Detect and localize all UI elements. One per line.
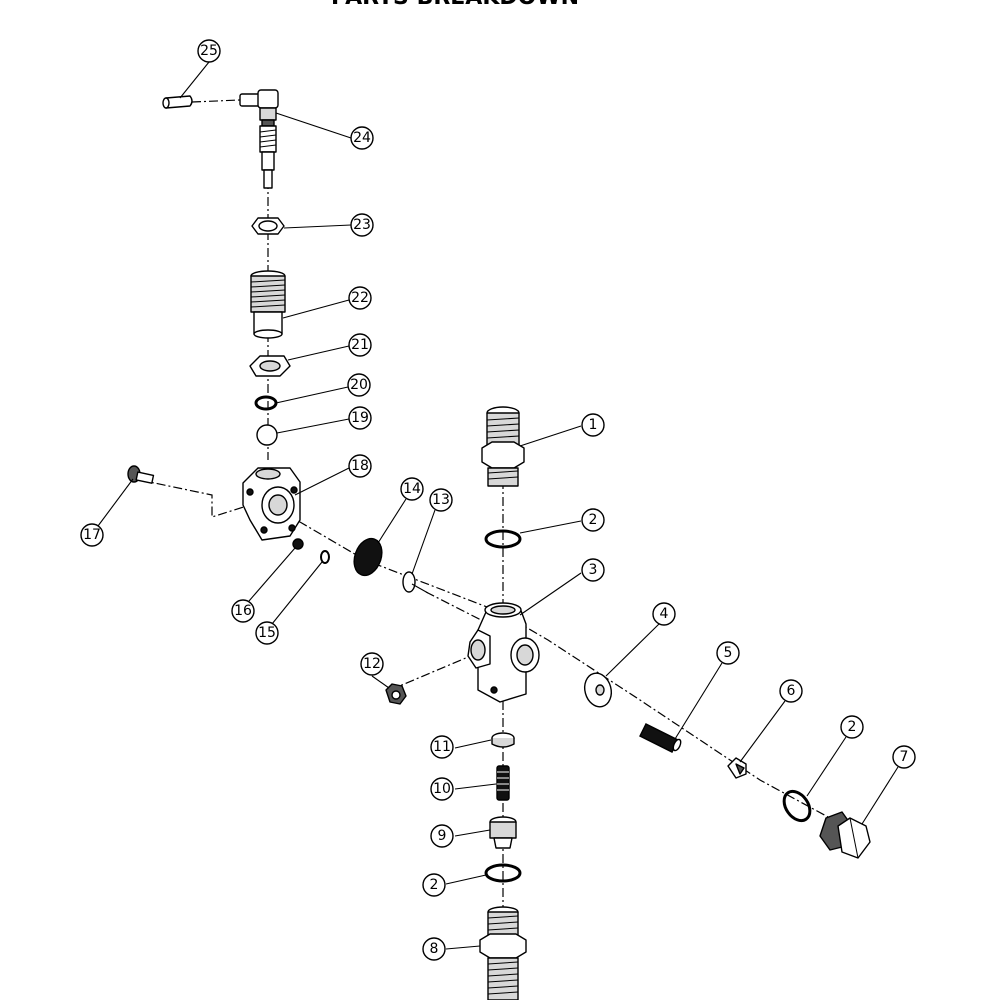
callout-25: 25 (197, 39, 221, 63)
callout-5: 5 (716, 641, 740, 665)
callout-15: 15 (255, 621, 279, 645)
svg-text:25: 25 (200, 43, 218, 59)
svg-text:1: 1 (589, 417, 598, 433)
part-1-top-fitting (481, 406, 525, 487)
svg-text:22: 22 (351, 290, 369, 306)
part-18-valve-body (242, 467, 301, 541)
callout-11: 11 (430, 735, 454, 759)
part-14-diaphragm (353, 537, 383, 577)
part-23-flat-nut (251, 217, 285, 235)
callout-23: 23 (350, 213, 374, 237)
svg-text:16: 16 (234, 603, 252, 619)
callout-9: 9 (430, 824, 454, 848)
part-3-main-housing (467, 602, 540, 703)
diagram-title: PARTS BREAKDOWN (331, 0, 579, 10)
callout-2-lower: 2 (422, 873, 446, 897)
part-12-plug (385, 683, 407, 705)
callout-2-upper: 2 (581, 508, 605, 532)
callout-2-right: 2 (840, 715, 864, 739)
svg-text:11: 11 (433, 739, 451, 755)
callout-16: 16 (231, 599, 255, 623)
svg-text:23: 23 (353, 217, 371, 233)
svg-text:18: 18 (351, 458, 369, 474)
callout-10: 10 (430, 777, 454, 801)
svg-text:4: 4 (660, 606, 669, 622)
callout-14: 14 (400, 477, 424, 501)
svg-text:14: 14 (403, 481, 421, 497)
part-9-seat (489, 816, 517, 849)
part-16-small-nut (292, 538, 304, 550)
part-7-hex-plug (819, 811, 871, 859)
part-2-o-ring-right (782, 789, 812, 823)
svg-text:13: 13 (432, 492, 450, 508)
svg-text:21: 21 (351, 337, 369, 353)
callout-12: 12 (360, 652, 384, 676)
callout-13: 13 (429, 488, 453, 512)
svg-text:2: 2 (589, 512, 598, 528)
svg-text:5: 5 (724, 645, 733, 661)
part-11-cap (491, 732, 515, 748)
part-24-elbow-fitting (239, 89, 279, 189)
part-25-tube-cap (162, 95, 193, 109)
leader-lines (97, 61, 899, 950)
callout-24: 24 (350, 126, 374, 150)
svg-text:20: 20 (350, 377, 368, 393)
callout-19: 19 (348, 406, 372, 430)
part-20-o-ring (254, 395, 278, 411)
callout-22: 22 (348, 286, 372, 310)
svg-text:17: 17 (83, 527, 101, 543)
svg-text:15: 15 (258, 625, 276, 641)
part-19-ball (256, 424, 278, 446)
part-4-disc (583, 672, 613, 708)
part-22-threaded-body (250, 270, 286, 339)
svg-text:2: 2 (848, 719, 857, 735)
callout-4: 4 (652, 602, 676, 626)
part-2-o-ring-upper (484, 529, 522, 549)
svg-text:6: 6 (787, 683, 796, 699)
callout-3: 3 (581, 558, 605, 582)
svg-text:7: 7 (900, 749, 909, 765)
svg-text:24: 24 (353, 130, 371, 146)
part-21-flange-plate (249, 355, 291, 377)
callout-6: 6 (779, 679, 803, 703)
part-17-screw (127, 465, 155, 484)
svg-text:19: 19 (351, 410, 369, 426)
part-6-clip (727, 757, 747, 779)
part-15-small-o-ring (320, 550, 330, 564)
svg-text:10: 10 (433, 781, 451, 797)
part-8-bottom-fitting (479, 906, 527, 1000)
callout-1: 1 (581, 413, 605, 437)
callout-20: 20 (347, 373, 371, 397)
svg-text:12: 12 (363, 656, 381, 672)
part-2-o-ring-lower (484, 863, 522, 883)
callout-18: 18 (348, 454, 372, 478)
callout-21: 21 (348, 333, 372, 357)
callout-8: 8 (422, 937, 446, 961)
part-5-spring (639, 723, 682, 753)
svg-text:3: 3 (589, 562, 598, 578)
part-13-poppet (402, 571, 429, 594)
callout-17: 17 (80, 523, 104, 547)
callout-7: 7 (892, 745, 916, 769)
svg-text:9: 9 (438, 828, 447, 844)
svg-text:2: 2 (430, 877, 439, 893)
svg-text:8: 8 (430, 941, 439, 957)
part-10-spring (496, 765, 510, 801)
